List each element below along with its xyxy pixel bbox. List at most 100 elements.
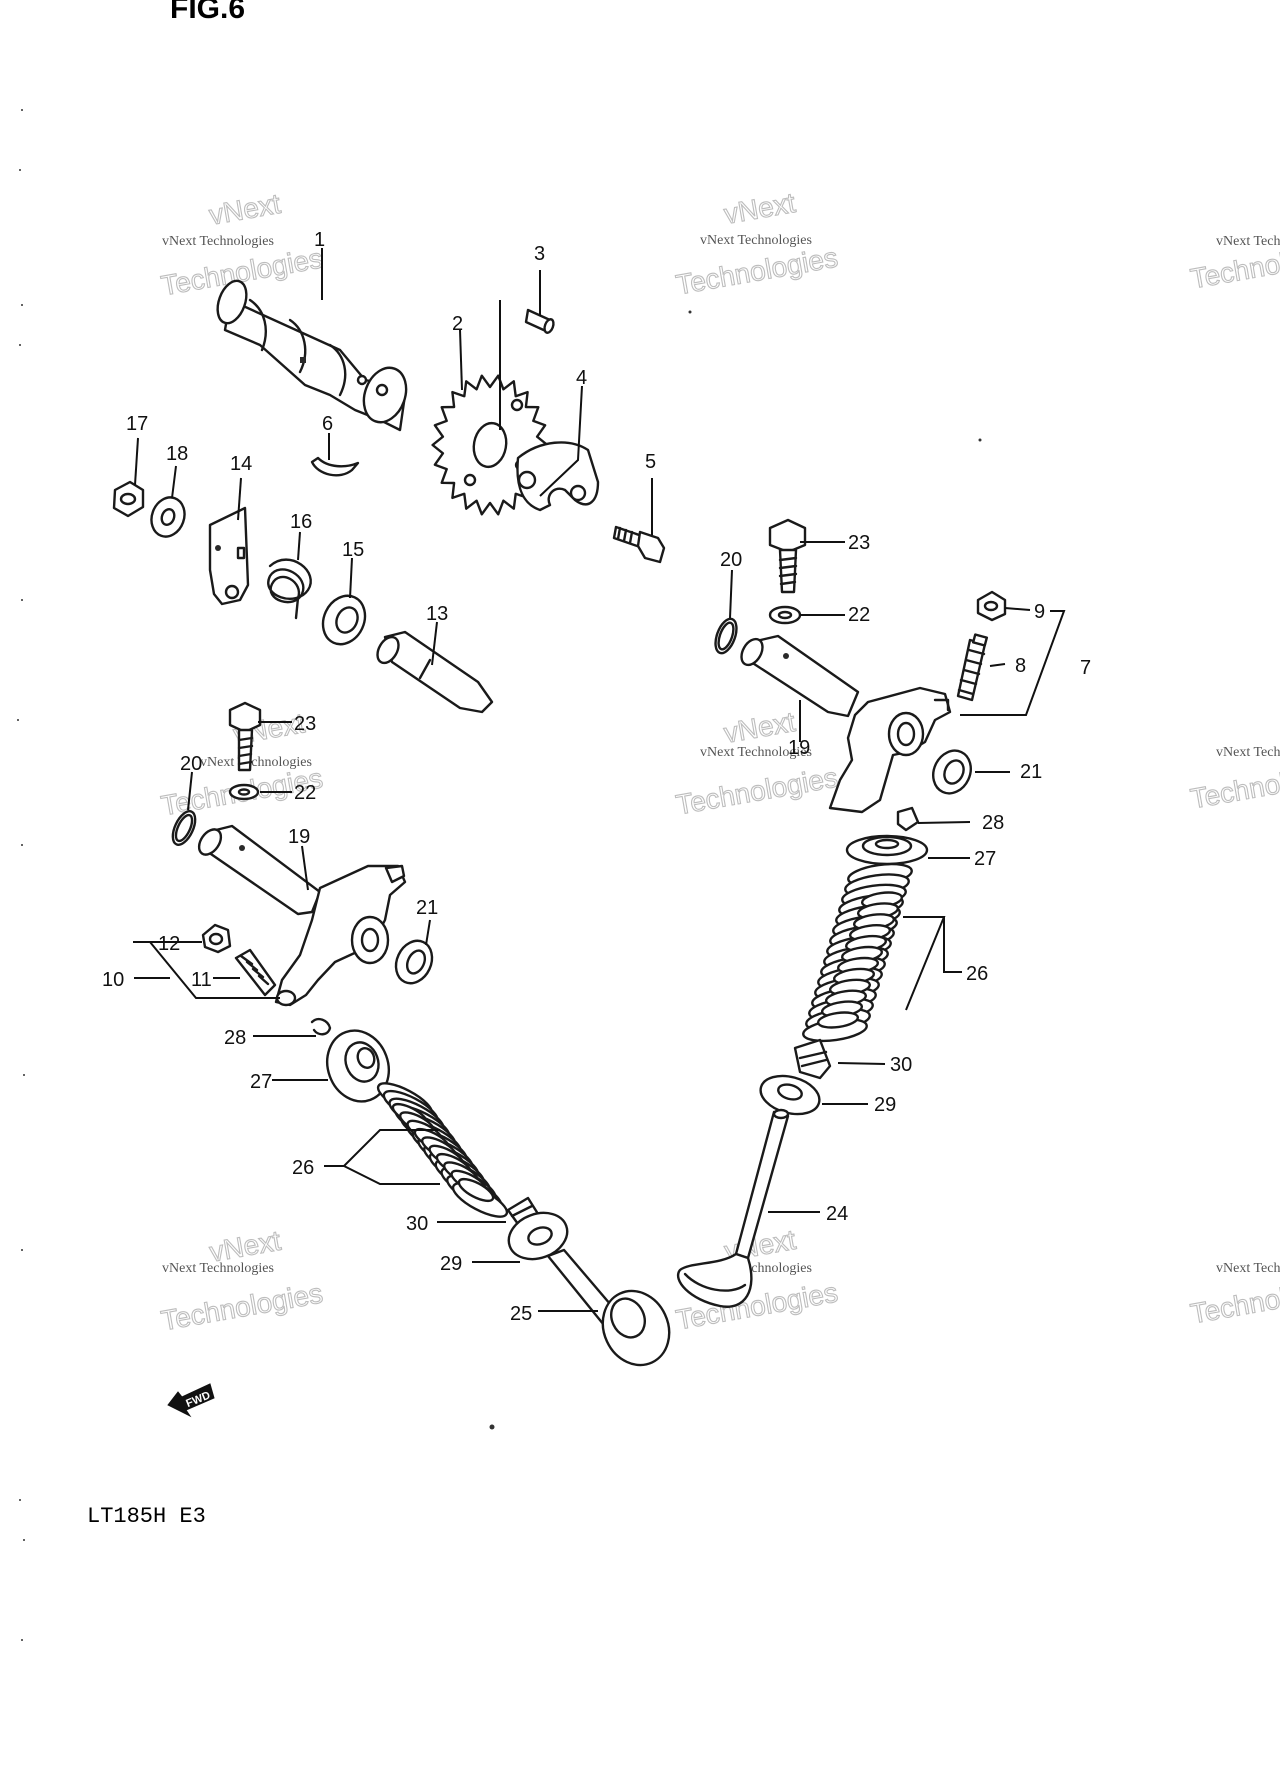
callout-30-left: 30	[406, 1213, 428, 1235]
callout-22-left: 22	[294, 782, 316, 804]
watermark-big-text-2: Technologies	[674, 242, 840, 301]
part-valve-25	[546, 1248, 671, 1367]
callout-13: 13	[426, 603, 448, 625]
callout-6: 6	[322, 413, 333, 435]
spring-coil	[457, 1177, 495, 1203]
part-rocker-shaft-19-right	[740, 634, 860, 718]
callout-14: 14	[230, 453, 252, 475]
watermark-big-text-2: Technologies	[1188, 756, 1280, 815]
part-nut-17	[112, 480, 145, 518]
fwd-arrow-icon: FWD	[167, 1383, 215, 1418]
callout-30-right: 30	[890, 1054, 912, 1076]
part-shaft-13	[376, 630, 494, 714]
part-circlip	[310, 456, 360, 477]
callout-27-left: 27	[250, 1071, 272, 1093]
part-cotter-28-left	[310, 1017, 332, 1036]
part-stem-seal-30-right	[793, 1038, 832, 1080]
callout-25: 25	[510, 1303, 532, 1325]
watermark-small-text: vNext Technologies	[200, 755, 312, 770]
callout-2: 2	[452, 313, 463, 335]
part-spring-seat-29-left	[507, 1211, 569, 1261]
watermark-bottom-right: vNext Technologies Technologies	[1188, 1261, 1280, 1330]
callout-8: 8	[1015, 655, 1026, 677]
margin-specks	[17, 109, 982, 1641]
watermark-mid-right: vNext Technologies Technologies	[1188, 745, 1280, 815]
part-washer-21-left	[394, 939, 434, 985]
part-oring-20-left	[171, 810, 197, 846]
watermark-big-text-2: Technologies	[159, 1277, 325, 1336]
part-valve-24	[677, 1108, 790, 1308]
part-adjust-screw-8	[956, 633, 989, 702]
callout-20-right: 20	[720, 549, 742, 571]
part-pin	[524, 308, 555, 334]
watermark-small-text: vNext Technologies	[1216, 234, 1280, 249]
callout-29-left: 29	[440, 1253, 462, 1275]
callout-12: 12	[158, 933, 180, 955]
figure-title: FIG.6	[170, 0, 245, 25]
callout-18: 18	[166, 443, 188, 465]
watermark-bottom-left: vNext vNext Technologies Technologies	[158, 1224, 325, 1337]
part-adjust-screw-11	[234, 948, 277, 997]
part-camshaft	[216, 279, 408, 432]
part-retainer-27-left	[326, 1029, 390, 1103]
callout-21-left: 21	[416, 897, 438, 919]
callout-27-right: 27	[974, 848, 996, 870]
part-springs-26-right	[802, 862, 913, 1043]
callout-26-left: 26	[292, 1157, 314, 1179]
callout-22-right: 22	[848, 604, 870, 626]
part-washer-18	[150, 496, 186, 538]
part-oil-seal-15	[321, 594, 367, 646]
callout-29-right: 29	[874, 1094, 896, 1116]
part-nut-9	[976, 590, 1007, 622]
callout-19-right: 19	[788, 737, 810, 759]
callout-23-right: 23	[848, 532, 870, 554]
watermark-top-right: vNext Technologies Technologies	[1188, 234, 1280, 295]
callout-20-left: 20	[180, 753, 202, 775]
part-rocker-shaft-19-left	[197, 824, 322, 916]
callout-5: 5	[645, 451, 656, 473]
callout-15: 15	[342, 539, 364, 561]
part-oring-20-right	[714, 617, 738, 655]
watermark-small-text: vNext Technologies	[162, 234, 274, 249]
part-bolt-5	[612, 525, 666, 564]
watermark-big-text: vNext	[207, 188, 283, 231]
watermark-mid-center: vNext vNext Technologies Technologies	[673, 705, 840, 821]
callout-21-right: 21	[1020, 761, 1042, 783]
part-bolt-23-right	[768, 518, 807, 594]
part-spring-16	[267, 558, 312, 620]
callout-26-right: 26	[966, 963, 988, 985]
callout-16: 16	[290, 511, 312, 533]
part-spring-seat-29-right	[759, 1074, 821, 1116]
watermark-big-text: vNext	[722, 706, 798, 749]
fwd-label: FWD	[184, 1389, 212, 1410]
part-bolt-23-left	[228, 701, 262, 772]
callout-9: 9	[1034, 601, 1045, 623]
callout-7: 7	[1080, 657, 1091, 679]
callout-24: 24	[826, 1203, 848, 1225]
watermark-top-center: vNext vNext Technologies Technologies	[673, 186, 840, 301]
watermark-big-text: vNext	[722, 187, 798, 230]
part-washer-21-right	[932, 749, 972, 795]
watermark-small-text: vNext Technologies	[700, 233, 812, 248]
watermark-big-text-2: Technologies	[1188, 1271, 1280, 1330]
callout-11: 11	[191, 969, 212, 991]
leader-lines	[133, 248, 1066, 1312]
callout-19-left: 19	[288, 826, 310, 848]
part-bracket-14	[208, 506, 250, 606]
part-plate	[516, 441, 600, 512]
part-cotter-28-right	[896, 806, 920, 832]
callout-labels: 1 2 3 4 5 6 7 8 9 10 11 12 13 14 15 16 1…	[102, 229, 1091, 1325]
watermark-small-text: vNext Technologies	[1216, 745, 1280, 760]
model-label: LT185H E3	[87, 1504, 206, 1529]
watermark-small-text: vNext Technologies	[1216, 1261, 1280, 1276]
part-washer-22-right	[768, 605, 802, 625]
callout-17: 17	[126, 413, 148, 435]
watermark-small-text: vNext Technologies	[162, 1261, 274, 1276]
watermark-small-text: vNext Technologies	[700, 745, 812, 760]
watermark-big-text-2: Technologies	[674, 762, 840, 821]
callout-28-right: 28	[982, 812, 1004, 834]
callout-23-left: 23	[294, 713, 316, 735]
part-nut-12	[201, 923, 232, 954]
part-retainer-27-right	[845, 834, 929, 866]
part-rocker-arm-7	[828, 686, 952, 814]
